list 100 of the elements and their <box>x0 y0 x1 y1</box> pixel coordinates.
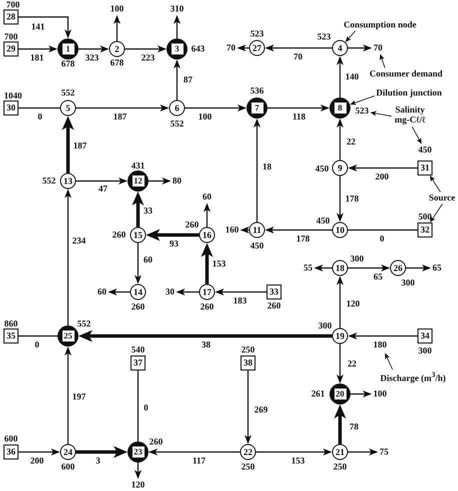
flow-line <box>348 229 418 231</box>
demand-value: 160 <box>225 226 239 234</box>
flow-arrow <box>350 390 372 398</box>
flow-label: 200 <box>375 172 389 182</box>
flow-label: 153 <box>212 260 226 268</box>
leader-arrow <box>350 95 376 105</box>
consumption-node: 15 <box>130 227 146 243</box>
salinity-value: 431 <box>131 162 145 170</box>
flow-arrow <box>176 288 199 296</box>
flow-arrow <box>336 176 344 222</box>
flow-label: 93 <box>170 240 178 248</box>
flow-arrow <box>132 192 144 227</box>
salinity-value: 260 <box>185 220 199 230</box>
flow-arrow <box>148 448 240 456</box>
flow-arrow <box>174 60 180 100</box>
demand-value: 55 <box>304 264 312 272</box>
callout-label: Consumer demand <box>369 70 443 78</box>
flow-arrow <box>146 229 199 241</box>
dilution-junction: 3 <box>166 38 188 60</box>
source-node: 29 <box>4 42 18 56</box>
flow-arrow <box>265 44 332 52</box>
flow-arrow <box>348 448 378 456</box>
flow-label: 183 <box>233 296 247 306</box>
flow-label: 100 <box>198 112 212 122</box>
dilution-junction: 23 <box>128 442 148 462</box>
salinity-value: 300 <box>418 346 432 356</box>
flow-label: 22 <box>348 360 356 368</box>
flow-arrow <box>348 164 418 172</box>
flow-label: 0 <box>38 112 42 122</box>
consumption-node: 14 <box>130 284 146 300</box>
flow-label: 0 <box>34 340 40 350</box>
flow-arrow <box>204 203 210 227</box>
leader-arrow <box>345 30 356 42</box>
callout-label: Discharge (m$^{3}$/h) <box>380 371 446 383</box>
callout-label: Salinity mg-Cℓ/ℓ <box>393 104 427 126</box>
source-node: 30 <box>4 100 18 116</box>
flow-label: 3 <box>96 456 100 466</box>
salinity-value: 552 <box>61 88 75 98</box>
flow-label: 47 <box>98 184 108 194</box>
flow-arrow <box>348 332 418 340</box>
callout-label: Dilution junction <box>376 88 442 98</box>
flow-arrow <box>185 104 246 112</box>
consumption-node: 2 <box>109 41 125 57</box>
salinity-value: 450 <box>418 146 432 154</box>
flow-label: 323 <box>85 54 99 62</box>
salinity-value: 1040 <box>4 92 22 100</box>
callout-label: Consumption node <box>344 20 416 30</box>
callout-label: Source <box>428 194 456 202</box>
dilution-junction: 8 <box>330 98 350 118</box>
flow-label: 117 <box>192 456 206 466</box>
flow-arrow <box>336 344 344 384</box>
flow-arrow <box>348 44 372 52</box>
flow-arrow <box>125 46 166 52</box>
leader-arrow <box>412 126 422 144</box>
leader-arrow <box>370 111 392 117</box>
source-node: 34 <box>418 328 432 344</box>
consumption-node: 6 <box>169 100 185 116</box>
salinity-value: 552 <box>42 176 56 186</box>
salinity-value: 300 <box>350 254 364 264</box>
flow-arrow <box>18 46 58 52</box>
flow-arrow <box>215 288 266 296</box>
salinity-value: 250 <box>333 462 347 472</box>
demand-value: 65 <box>432 264 442 272</box>
flow-arrow <box>108 288 130 296</box>
salinity-value: 523 <box>355 106 369 116</box>
flow-label: 120 <box>346 300 360 308</box>
flow-arrow <box>76 446 128 458</box>
salinity-value: 260 <box>149 438 163 446</box>
flow-label: 269 <box>254 406 268 414</box>
flow-label: 140 <box>345 72 359 82</box>
flow-arrow <box>78 46 109 52</box>
flow-label: 234 <box>72 236 86 246</box>
demand-value: 100 <box>373 390 387 398</box>
dilution-junction: 1 <box>58 38 78 60</box>
demand-value: 30 <box>166 288 174 296</box>
flow-arrow <box>240 226 250 234</box>
flow-arrow <box>148 178 171 184</box>
salinity-value: 450 <box>250 242 264 250</box>
salinity-value: 552 <box>170 120 184 128</box>
consumption-node: 18 <box>332 260 348 276</box>
consumption-node: 27 <box>249 40 265 56</box>
flow-arrow <box>237 44 249 52</box>
consumption-node: 22 <box>240 444 256 460</box>
demand-value: 80 <box>172 176 182 186</box>
flow-label: 200 <box>30 456 44 466</box>
flow-arrow <box>174 15 180 38</box>
flow-label: 197 <box>72 392 86 402</box>
source-node: 28 <box>4 10 18 24</box>
flow-arrow <box>78 330 332 342</box>
salinity-value: 260 <box>200 302 214 312</box>
flow-label: 70 <box>294 52 302 62</box>
leader-arrow <box>385 353 393 370</box>
flow-label: 18 <box>262 162 272 172</box>
salinity-value: 300 <box>318 322 332 330</box>
salinity-value: 552 <box>77 320 91 328</box>
flow-label: 33 <box>144 206 152 216</box>
flow-label: 0 <box>380 234 384 244</box>
salinity-value: 261 <box>311 390 325 398</box>
source-node: 33 <box>266 284 282 300</box>
dilution-junction: 7 <box>246 98 268 118</box>
